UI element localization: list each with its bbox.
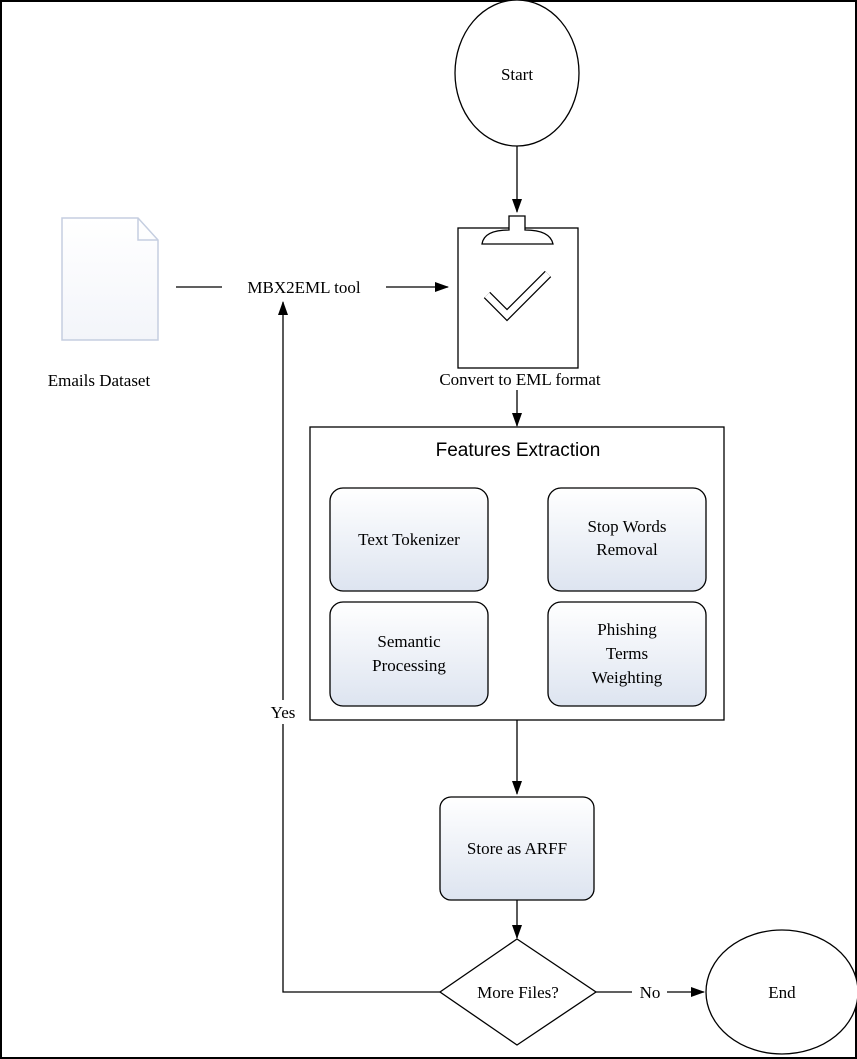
store-arff-box: Store as ARFF [439, 796, 595, 901]
store-label: Store as ARFF [467, 839, 567, 858]
clipboard-icon [457, 215, 579, 369]
no-label: No [640, 983, 661, 1002]
yes-loop-line-lower [282, 724, 440, 993]
decision-label: More Files? [477, 983, 559, 1002]
stop-words-line1: Stop Words [587, 517, 666, 536]
yes-label: Yes [271, 703, 296, 722]
stop-words-removal-box: Stop Words Removal [547, 487, 707, 592]
end-label: End [768, 983, 796, 1002]
more-files-decision: More Files? [438, 938, 598, 1046]
phishing-line3: Weighting [592, 668, 663, 687]
phishing-line1: Phishing [597, 620, 657, 639]
semantic-line2: Processing [372, 656, 446, 675]
text-tokenizer-label: Text Tokenizer [358, 530, 460, 549]
semantic-processing-box: Semantic Processing [329, 601, 489, 707]
document-icon [61, 217, 159, 341]
start-node: Start [454, 0, 580, 147]
end-node: End [705, 929, 857, 1055]
start-label: Start [501, 65, 533, 84]
stop-words-line2: Removal [596, 540, 658, 559]
text-tokenizer-box: Text Tokenizer [329, 487, 489, 592]
dataset-label: Emails Dataset [48, 371, 151, 390]
phishing-line2: Terms [606, 644, 648, 663]
semantic-line1: Semantic [377, 632, 441, 651]
convert-label: Convert to EML format [439, 370, 601, 389]
tool-label: MBX2EML tool [247, 278, 360, 297]
features-title: Features Extraction [436, 440, 601, 461]
phishing-terms-box: Phishing Terms Weighting [547, 601, 707, 707]
